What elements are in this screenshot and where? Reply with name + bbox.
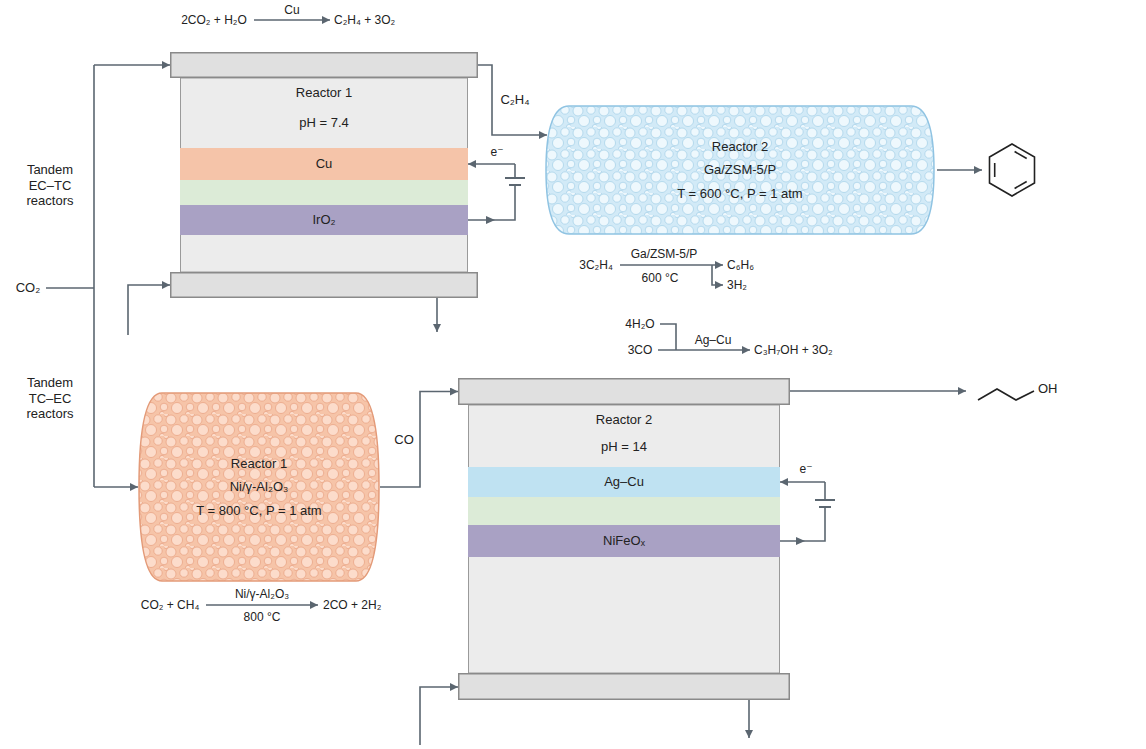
reaction-arrow (254, 19, 330, 21)
reactor-flange (459, 379, 790, 405)
benzene-bond (994, 163, 996, 177)
packed-bed (139, 393, 379, 581)
reactor-title: Reactor 2 (596, 406, 652, 433)
reaction-arrow (658, 349, 750, 351)
reaction-formula: 2CO + 2H₂ (323, 598, 381, 612)
reactor-title: Reactor 1 (231, 456, 287, 472)
flow-connector (380, 392, 458, 488)
reaction-formula: C₆H₆ (727, 258, 754, 272)
reactor-flange (171, 273, 478, 298)
feed-arrow (94, 486, 138, 488)
electrode-layer: Ag–Cu (468, 467, 780, 497)
flow-connector (478, 65, 547, 135)
benzene-bond (1015, 182, 1027, 189)
reaction-formula: 3CO (628, 343, 653, 357)
reaction-formula: 4H₂O (625, 317, 654, 331)
reactor-condition: pH = 14 (601, 433, 647, 460)
battery-symbol (815, 499, 835, 501)
reactor-vessel: Reactor 2 Ga/ZSM-5/P T = 600 °C, P = 1 atm (545, 105, 935, 235)
electron-label: e⁻ (490, 145, 503, 159)
electrode-layer: NiFeOₓ (468, 525, 780, 557)
electrode-label: Ag–Cu (604, 474, 644, 490)
electrode-label: Cu (316, 156, 333, 172)
reactor-flange (459, 674, 790, 700)
benzene-bond (1015, 152, 1027, 159)
reactor-condition: T = 800 °C, P = 1 atm (196, 503, 321, 519)
reaction-formula: 3H₂ (727, 278, 747, 292)
benzene-ring (990, 144, 1035, 196)
reaction-formula: CO₂ + CH₄ (141, 598, 200, 612)
reactor-title: Reactor 1 (296, 78, 352, 108)
feed-arrow (94, 64, 170, 66)
product-arrow (937, 169, 982, 171)
catalyst-label: Ag–Cu (695, 333, 732, 347)
catalyst-label: Ga/ZSM-5/P (631, 247, 698, 261)
battery-symbol (505, 177, 525, 179)
reactor-condition: Ga/ZSM-5/P (704, 162, 776, 178)
electrode-label: IrO₂ (312, 212, 335, 228)
chemical-group: OH (1038, 381, 1058, 397)
electrode-label: NiFeOₓ (603, 533, 645, 549)
circuit-wire (468, 163, 515, 165)
feed-line (93, 65, 95, 487)
circuit-wire (468, 185, 515, 220)
reaction-formula: 2CO₂ + H₂O (181, 13, 247, 27)
electrode-layer: Cu (180, 148, 468, 180)
electron-label: e⁻ (799, 462, 812, 476)
feed-line (46, 287, 94, 289)
current-arrow (486, 216, 495, 224)
reactor-title: Reactor 2 (712, 139, 768, 155)
membrane-layer (180, 180, 468, 205)
reaction-formula: C₃H₇OH + 3O₂ (754, 343, 833, 357)
circuit-wire (514, 164, 516, 178)
electrolyte-outlet (748, 700, 750, 738)
reactor-vessel: Reactor 1 Ni/γ-Al₂O₃ T = 800 °C, P = 1 atm (138, 392, 380, 582)
feed-label: CO₂ (16, 280, 41, 296)
group-label: Tandem TC–EC reactors (18, 375, 82, 422)
condition-label: 800 °C (244, 610, 281, 624)
group-label: Tandem EC–TC reactors (18, 162, 82, 209)
reactor-condition: Ni/γ-Al₂O₃ (230, 479, 289, 495)
reactor-body (469, 405, 780, 673)
catalyst-label: Ni/γ-Al₂O₃ (235, 587, 289, 601)
reactor-housing: Reactor 1pH = 7.4CuIrO₂ (170, 52, 478, 298)
reaction-arrow (712, 265, 723, 285)
electrode-layer: IrO₂ (180, 205, 468, 235)
condition-label: 600 °C (642, 271, 679, 285)
reaction-arrow (620, 264, 723, 266)
circuit-wire (780, 507, 825, 541)
electrolyte-inlet (128, 285, 170, 335)
membrane-layer (468, 497, 780, 525)
reactor-flange (171, 53, 478, 78)
reaction-arrow (206, 604, 318, 606)
stream-label: CO (392, 432, 416, 448)
circuit-wire (824, 482, 826, 500)
reactor-body (181, 78, 468, 272)
reaction-formula: C₂H₄ + 3O₂ (334, 13, 395, 27)
reactor-condition: pH = 7.4 (299, 108, 349, 138)
reaction-bracket (660, 324, 676, 350)
electrolyte-inlet (420, 687, 458, 745)
catalyst-label: Cu (284, 3, 299, 17)
reaction-formula: 3C₂H₄ (579, 258, 613, 272)
reactor-condition: T = 600 °C, P = 1 atm (677, 186, 802, 202)
circuit-wire (780, 481, 825, 483)
packed-bed (546, 106, 934, 234)
electrolyte-outlet (436, 298, 438, 332)
reactor-housing: Reactor 2pH = 14 Ag–CuNiFeOₓ (458, 378, 790, 700)
current-arrow (796, 537, 805, 545)
product-arrow (790, 390, 966, 392)
propanol-skeleton (978, 389, 1034, 400)
stream-label: C₂H₄ (498, 92, 531, 108)
